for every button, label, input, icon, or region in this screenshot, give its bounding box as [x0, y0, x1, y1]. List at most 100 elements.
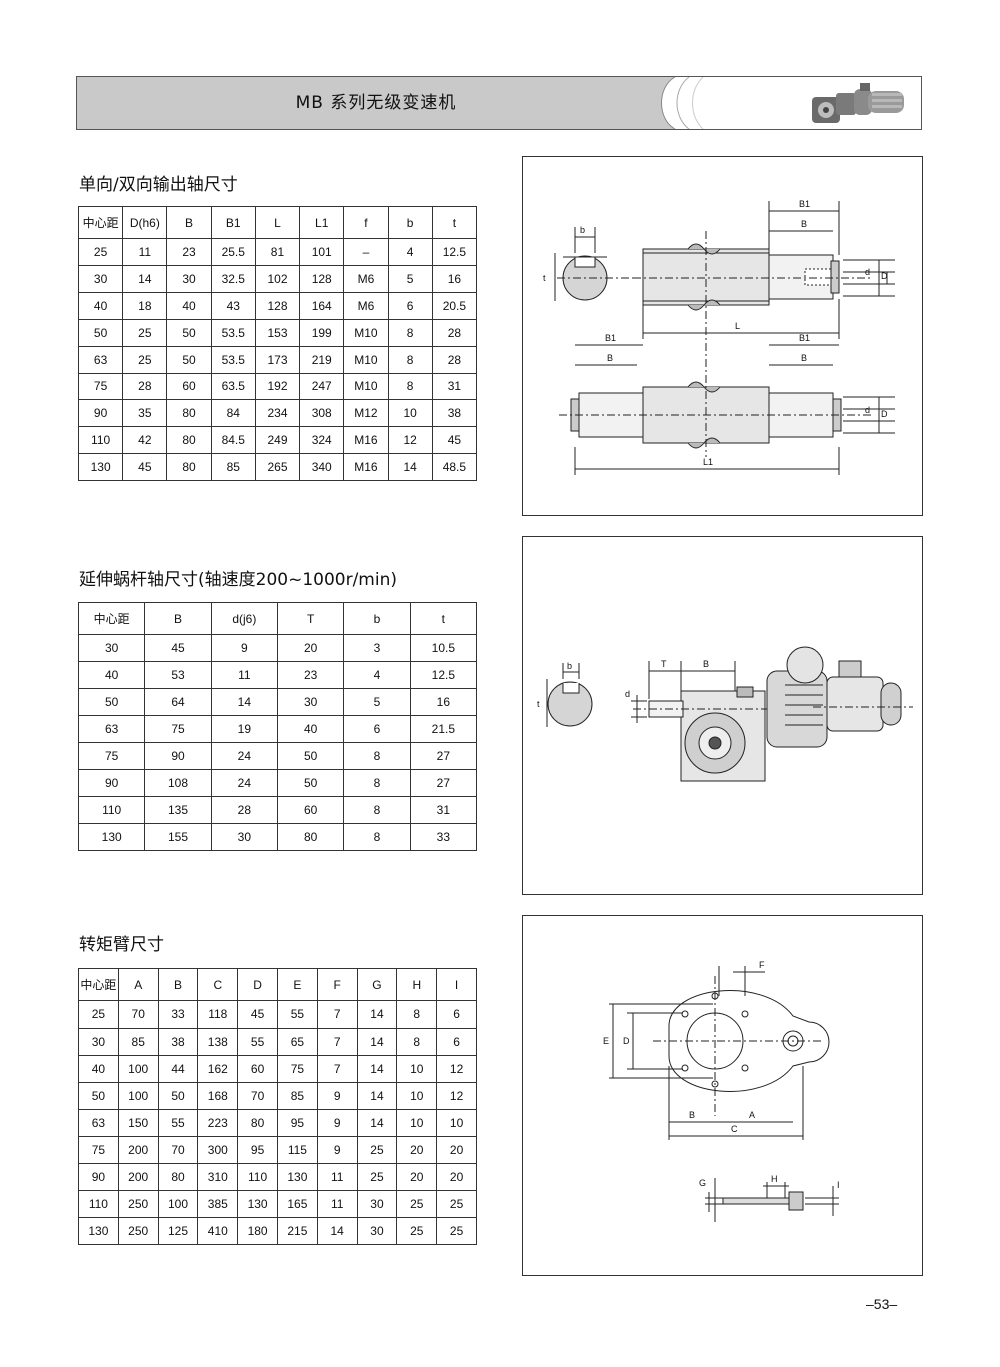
table-cell: 24: [210, 769, 278, 798]
torque-label-E: E: [603, 1036, 609, 1046]
worm-shaft-column-header: d(j6): [210, 601, 278, 636]
label-B-right: B: [801, 353, 807, 363]
torque-label-C: C: [731, 1124, 738, 1134]
label-t: t: [543, 273, 546, 283]
table-cell: 110: [78, 1189, 119, 1218]
table-cell: 165: [276, 1189, 318, 1218]
worm-shaft-figure: b t T B d: [522, 536, 923, 895]
table-cell: M6: [343, 291, 389, 320]
table-cell: 8: [343, 796, 411, 825]
table-cell: 110: [77, 796, 146, 825]
table-cell: 50: [157, 1081, 199, 1110]
table-cell: 25: [396, 1216, 438, 1246]
table-cell: 118: [197, 1000, 239, 1029]
table-cell: 110: [237, 1162, 278, 1191]
table-cell: 247: [299, 372, 345, 401]
table-cell: 153: [254, 318, 301, 347]
table-cell: 30: [166, 265, 212, 293]
table-cell: 30: [276, 688, 345, 717]
table-cell: 135: [144, 796, 212, 825]
table-cell: 31: [409, 796, 478, 825]
label-D: D: [881, 271, 888, 281]
worm-shaft-column-header: T: [276, 601, 345, 636]
table-cell: 25: [356, 1162, 398, 1191]
table-cell: 192: [254, 372, 301, 401]
table-cell: 20.5: [431, 291, 478, 320]
table-cell: 40: [276, 715, 345, 744]
table-cell: 130: [77, 453, 124, 481]
table-cell: 125: [157, 1216, 199, 1246]
table-cell: 50: [276, 769, 345, 798]
worm-shaft-column-header: t: [409, 601, 478, 636]
table-cell: 21.5: [409, 715, 478, 744]
table-cell: 40: [166, 291, 212, 320]
table-cell: 5: [343, 688, 411, 717]
table-cell: 14: [356, 1108, 398, 1137]
output-shaft-column-header: D(h6): [122, 205, 168, 240]
table-cell: 75: [144, 715, 212, 744]
table-cell: 25: [122, 318, 168, 347]
table-cell: 250: [117, 1216, 159, 1246]
table-cell: 53.5: [210, 345, 256, 374]
torque-arm-column-header: G: [356, 967, 398, 1002]
table-cell: 85: [210, 453, 256, 481]
table-cell: 28: [210, 796, 278, 825]
table-cell: 48.5: [431, 453, 478, 481]
table-cell: 28: [431, 345, 478, 374]
table-cell: 8: [387, 372, 433, 401]
table-cell: 63: [78, 1108, 119, 1137]
table-cell: 25: [356, 1135, 398, 1164]
table-cell: 55: [157, 1108, 199, 1137]
table-cell: 12: [436, 1081, 477, 1110]
table-cell: 155: [144, 823, 212, 851]
output-shaft-figure: b t d D B1 B L B1: [522, 156, 923, 516]
table-cell: 75: [77, 372, 124, 401]
table-cell: 20: [436, 1162, 477, 1191]
table-cell: –: [343, 238, 389, 267]
table-cell: 80: [166, 453, 212, 481]
table-cell: 8: [343, 823, 411, 851]
table-cell: 12: [436, 1054, 477, 1083]
worm-label-B: B: [703, 659, 709, 669]
table-cell: 63: [77, 345, 124, 374]
table-cell: 308: [299, 399, 345, 428]
table-cell: 31: [431, 372, 478, 401]
table-cell: 101: [299, 238, 345, 267]
output-shaft-column-header: 中心距: [77, 205, 124, 240]
table-cell: 70: [237, 1081, 278, 1110]
table-cell: 385: [197, 1189, 239, 1218]
table-cell: 110: [77, 426, 124, 455]
table-cell: 63: [77, 715, 146, 744]
label-d2: d: [865, 405, 870, 415]
table-cell: 10: [396, 1054, 438, 1083]
table-cell: 199: [299, 318, 345, 347]
table-cell: 9: [316, 1108, 358, 1137]
table-cell: 9: [316, 1135, 358, 1164]
table-cell: 38: [157, 1027, 199, 1056]
table-cell: 4: [387, 238, 433, 267]
table-cell: 60: [237, 1054, 278, 1083]
table-cell: 32.5: [210, 265, 256, 293]
table-cell: M16: [343, 426, 389, 455]
table-cell: 115: [276, 1135, 318, 1164]
table-cell: M10: [343, 345, 389, 374]
table-cell: 265: [254, 453, 301, 481]
table-cell: 4: [343, 661, 411, 690]
table-cell: 10: [396, 1108, 438, 1137]
table-cell: 50: [77, 688, 146, 717]
table-cell: 14: [356, 1054, 398, 1083]
table-cell: 28: [122, 372, 168, 401]
table-cell: 70: [157, 1135, 199, 1164]
table-cell: 12.5: [409, 661, 478, 690]
table-cell: 60: [276, 796, 345, 825]
table-cell: 128: [299, 265, 345, 293]
